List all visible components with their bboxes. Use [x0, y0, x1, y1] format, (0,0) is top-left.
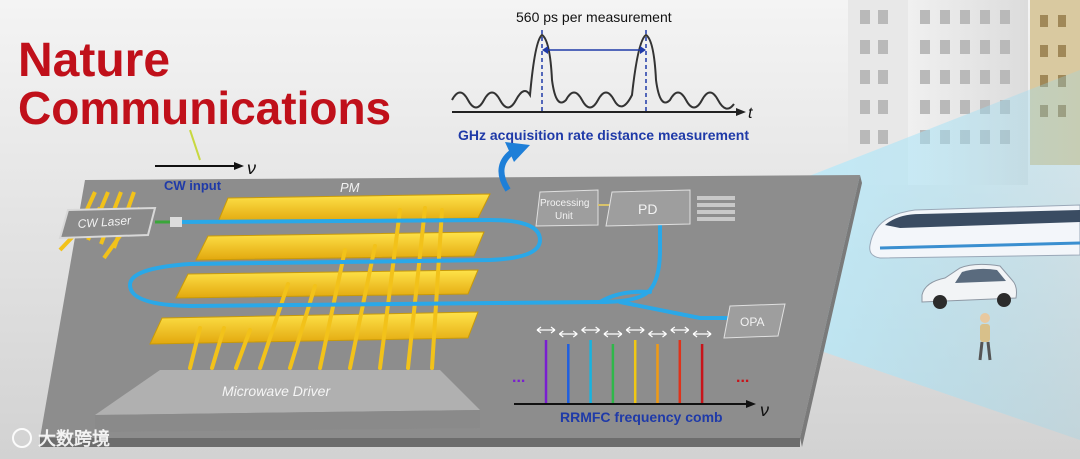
comb-spacing-arrow-7: [670, 326, 690, 334]
cw-input-axis: [155, 129, 244, 170]
watermark-text: 大数跨境: [38, 428, 110, 449]
comb-spacing-arrow-2: [558, 330, 578, 338]
comb-spacing-arrow-5: [625, 326, 645, 334]
opa-block: [723, 303, 786, 339]
car-illustration: [921, 263, 1017, 309]
buildings-illustration: [848, 0, 1080, 185]
comb-spacing-arrow-3: [581, 326, 600, 334]
comb-spacing-arrow-6: [648, 330, 667, 338]
measurement-waveform-panel: [451, 30, 746, 116]
rf-feed-lines: [188, 206, 444, 370]
pd-label: PD: [638, 201, 657, 217]
laser-label: CW Laser: [77, 213, 132, 231]
time-axis-label: t: [748, 105, 753, 122]
train-illustration: [869, 204, 1080, 259]
comb-spacing-arrow-8: [692, 330, 712, 338]
frequency-comb-plot: [514, 326, 756, 408]
cw-laser: [58, 191, 182, 260]
comb-spacing-arrow-4: [603, 330, 623, 338]
comb-axis-label: ν: [760, 400, 769, 420]
phase-modulator-electrodes: [149, 193, 491, 345]
comb-ellipsis-right: ...: [736, 369, 749, 386]
photodetector-block: [605, 189, 735, 227]
optical-waveguide: [127, 217, 732, 320]
processing-unit-block: [535, 189, 612, 227]
processing-unit-label-2: Unit: [555, 211, 573, 222]
microwave-driver-block: [95, 370, 480, 432]
measurement-label: 560 ps per measurement: [516, 9, 672, 25]
opa-label: OPA: [740, 315, 764, 329]
curved-arrow-head-icon: [505, 142, 530, 162]
driver-label: Microwave Driver: [222, 383, 331, 399]
cw-input-axis-label: ν: [247, 158, 256, 178]
pedestrian-illustration: [978, 313, 992, 361]
pm-label: PM: [340, 180, 360, 195]
headline-line2: Communications: [18, 82, 391, 134]
comb-spacing-arrow-1: [536, 326, 556, 334]
processing-unit-label-1: Processing: [540, 198, 589, 209]
waveform-trace: [451, 33, 735, 110]
watermark-logo-icon: [12, 428, 32, 448]
measurement-caption: GHz acquisition rate distance measuremen…: [458, 127, 749, 143]
comb-ellipsis-left: ...: [512, 369, 525, 386]
comb-label: RRMFC frequency comb: [560, 409, 723, 425]
headline-line1: Nature: [18, 34, 170, 87]
watermark: 大数跨境: [12, 428, 110, 449]
cw-input-label: CW input: [164, 178, 222, 193]
